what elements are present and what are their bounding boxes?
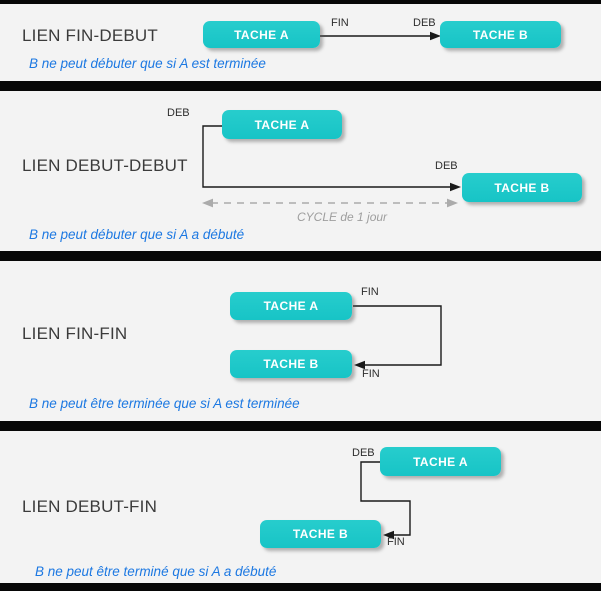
cycle-duration-label: CYCLE de 1 jour xyxy=(297,210,388,224)
fin-debut-task-b-box: TACHE B xyxy=(440,21,561,48)
debut-debut-note: B ne peut débuter que si A a débuté xyxy=(29,227,245,242)
fin-debut-connector xyxy=(320,31,441,41)
fin-fin-note: B ne peut être terminée que si A est ter… xyxy=(29,396,300,411)
fin-fin-task-a-box: TACHE A xyxy=(230,292,352,320)
debut-debut-task-a-box: TACHE A xyxy=(222,110,342,139)
separator-bar-1 xyxy=(0,81,601,91)
separator-bar-3 xyxy=(0,421,601,431)
fin-fin-target-label: FIN xyxy=(362,368,380,380)
cycle-dashed-arrow xyxy=(202,198,458,208)
debut-fin-task-a-box: TACHE A xyxy=(380,447,501,476)
debut-debut-target-label: DEB xyxy=(435,160,458,172)
section-fin-debut-title: LIEN FIN-DEBUT xyxy=(22,26,158,45)
bottom-separator-bar xyxy=(0,583,601,591)
debut-fin-task-b-box: TACHE B xyxy=(260,520,381,548)
debut-fin-note: B ne peut être terminé que si A a débuté xyxy=(35,564,277,579)
fin-fin-task-b-box: TACHE B xyxy=(230,350,352,378)
fin-debut-source-label: FIN xyxy=(331,17,349,29)
fin-debut-task-a-box: TACHE A xyxy=(203,21,320,48)
debut-fin-target-label: FIN xyxy=(387,536,405,548)
debut-debut-task-b-box: TACHE B xyxy=(462,173,582,202)
fin-debut-note: B ne peut débuter que si A est terminée xyxy=(29,56,266,71)
top-separator-bar xyxy=(0,0,601,4)
section-fin-fin-title: LIEN FIN-FIN xyxy=(22,324,128,343)
fin-debut-target-label: DEB xyxy=(413,17,436,29)
debut-fin-connector xyxy=(360,461,411,540)
fin-fin-connector xyxy=(353,305,442,370)
section-debut-debut-title: LIEN DEBUT-DEBUT xyxy=(22,156,188,175)
debut-debut-source-label: DEB xyxy=(167,107,190,119)
debut-debut-connector xyxy=(202,125,461,192)
section-debut-fin-title: LIEN DEBUT-FIN xyxy=(22,497,158,516)
debut-fin-source-label: DEB xyxy=(352,447,375,459)
separator-bar-2 xyxy=(0,251,601,261)
fin-fin-source-label: FIN xyxy=(361,286,379,298)
